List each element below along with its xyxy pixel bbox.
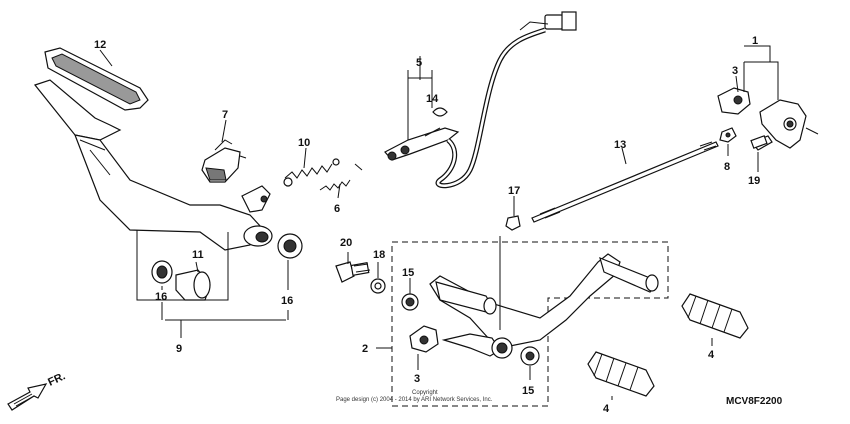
label-20[interactable]: 20 bbox=[340, 237, 352, 249]
label-16-right[interactable]: 16 bbox=[281, 295, 293, 307]
seal-15b[interactable] bbox=[520, 346, 540, 366]
copyright-line-1: Copyright bbox=[412, 390, 438, 396]
rubber-3b[interactable] bbox=[409, 325, 439, 353]
label-4-bottom[interactable]: 4 bbox=[603, 403, 610, 415]
label-19[interactable]: 19 bbox=[748, 175, 760, 187]
label-4-right[interactable]: 4 bbox=[708, 349, 715, 361]
label-17[interactable]: 17 bbox=[508, 185, 520, 197]
pedal-switch[interactable] bbox=[201, 139, 247, 183]
washer-18[interactable] bbox=[370, 278, 386, 294]
label-3-top[interactable]: 3 bbox=[732, 65, 738, 77]
switch-wire[interactable] bbox=[435, 11, 577, 189]
label-11[interactable]: 11 bbox=[192, 249, 204, 261]
label-18[interactable]: 18 bbox=[373, 249, 385, 261]
diagram-code: MCV8F2200 bbox=[726, 396, 783, 407]
label-5[interactable]: 5 bbox=[416, 57, 422, 69]
brake-pedal-pad[interactable] bbox=[44, 47, 149, 111]
dust-seal-right[interactable] bbox=[277, 233, 303, 259]
front-arrow-icon bbox=[7, 383, 48, 411]
label-7[interactable]: 7 bbox=[222, 109, 228, 121]
dust-seal-left[interactable] bbox=[151, 260, 173, 284]
direction-label: FR. bbox=[46, 370, 67, 388]
brake-light-switch[interactable] bbox=[384, 127, 460, 161]
callout-lines-right bbox=[513, 45, 779, 216]
label-8[interactable]: 8 bbox=[724, 161, 730, 173]
spring-small[interactable] bbox=[319, 163, 363, 191]
seal-15a[interactable] bbox=[401, 293, 419, 311]
label-6[interactable]: 6 bbox=[334, 203, 340, 215]
label-2[interactable]: 2 bbox=[362, 343, 368, 355]
brake-pedal-arm[interactable] bbox=[33, 79, 273, 251]
bolt-20[interactable] bbox=[335, 261, 371, 283]
label-15-bottom[interactable]: 15 bbox=[522, 385, 534, 397]
label-9[interactable]: 9 bbox=[176, 343, 182, 355]
callout-lines-left bbox=[99, 49, 433, 338]
dashed-box bbox=[391, 241, 669, 407]
return-spring[interactable] bbox=[283, 158, 340, 187]
bolt-19[interactable] bbox=[750, 135, 768, 149]
label-15-top[interactable]: 15 bbox=[402, 267, 414, 279]
bush-11[interactable] bbox=[175, 269, 211, 301]
shift-rubber-upper[interactable] bbox=[681, 293, 749, 339]
nut-17[interactable] bbox=[505, 215, 521, 231]
shift-rod[interactable] bbox=[531, 141, 719, 223]
label-1[interactable]: 1 bbox=[752, 35, 758, 47]
shift-pedal[interactable] bbox=[429, 253, 659, 359]
shift-rubber-lower[interactable] bbox=[587, 351, 655, 397]
label-3-bottom[interactable]: 3 bbox=[414, 373, 420, 385]
label-10[interactable]: 10 bbox=[298, 137, 310, 149]
label-14[interactable]: 14 bbox=[426, 93, 439, 105]
label-16-left[interactable]: 16 bbox=[155, 291, 167, 303]
label-13[interactable]: 13 bbox=[614, 139, 626, 151]
label-12[interactable]: 12 bbox=[94, 39, 106, 51]
copyright-line-2: Page design (c) 2004 - 2014 by ARI Netwo… bbox=[336, 397, 493, 403]
part-labels: 12 7 10 6 5 14 11 16 16 9 13 1 3 8 19 17… bbox=[94, 35, 760, 415]
nut-8[interactable] bbox=[719, 127, 737, 143]
callout-lines-bottom bbox=[347, 236, 713, 400]
clip[interactable] bbox=[432, 107, 448, 117]
shift-arm[interactable] bbox=[717, 87, 819, 151]
